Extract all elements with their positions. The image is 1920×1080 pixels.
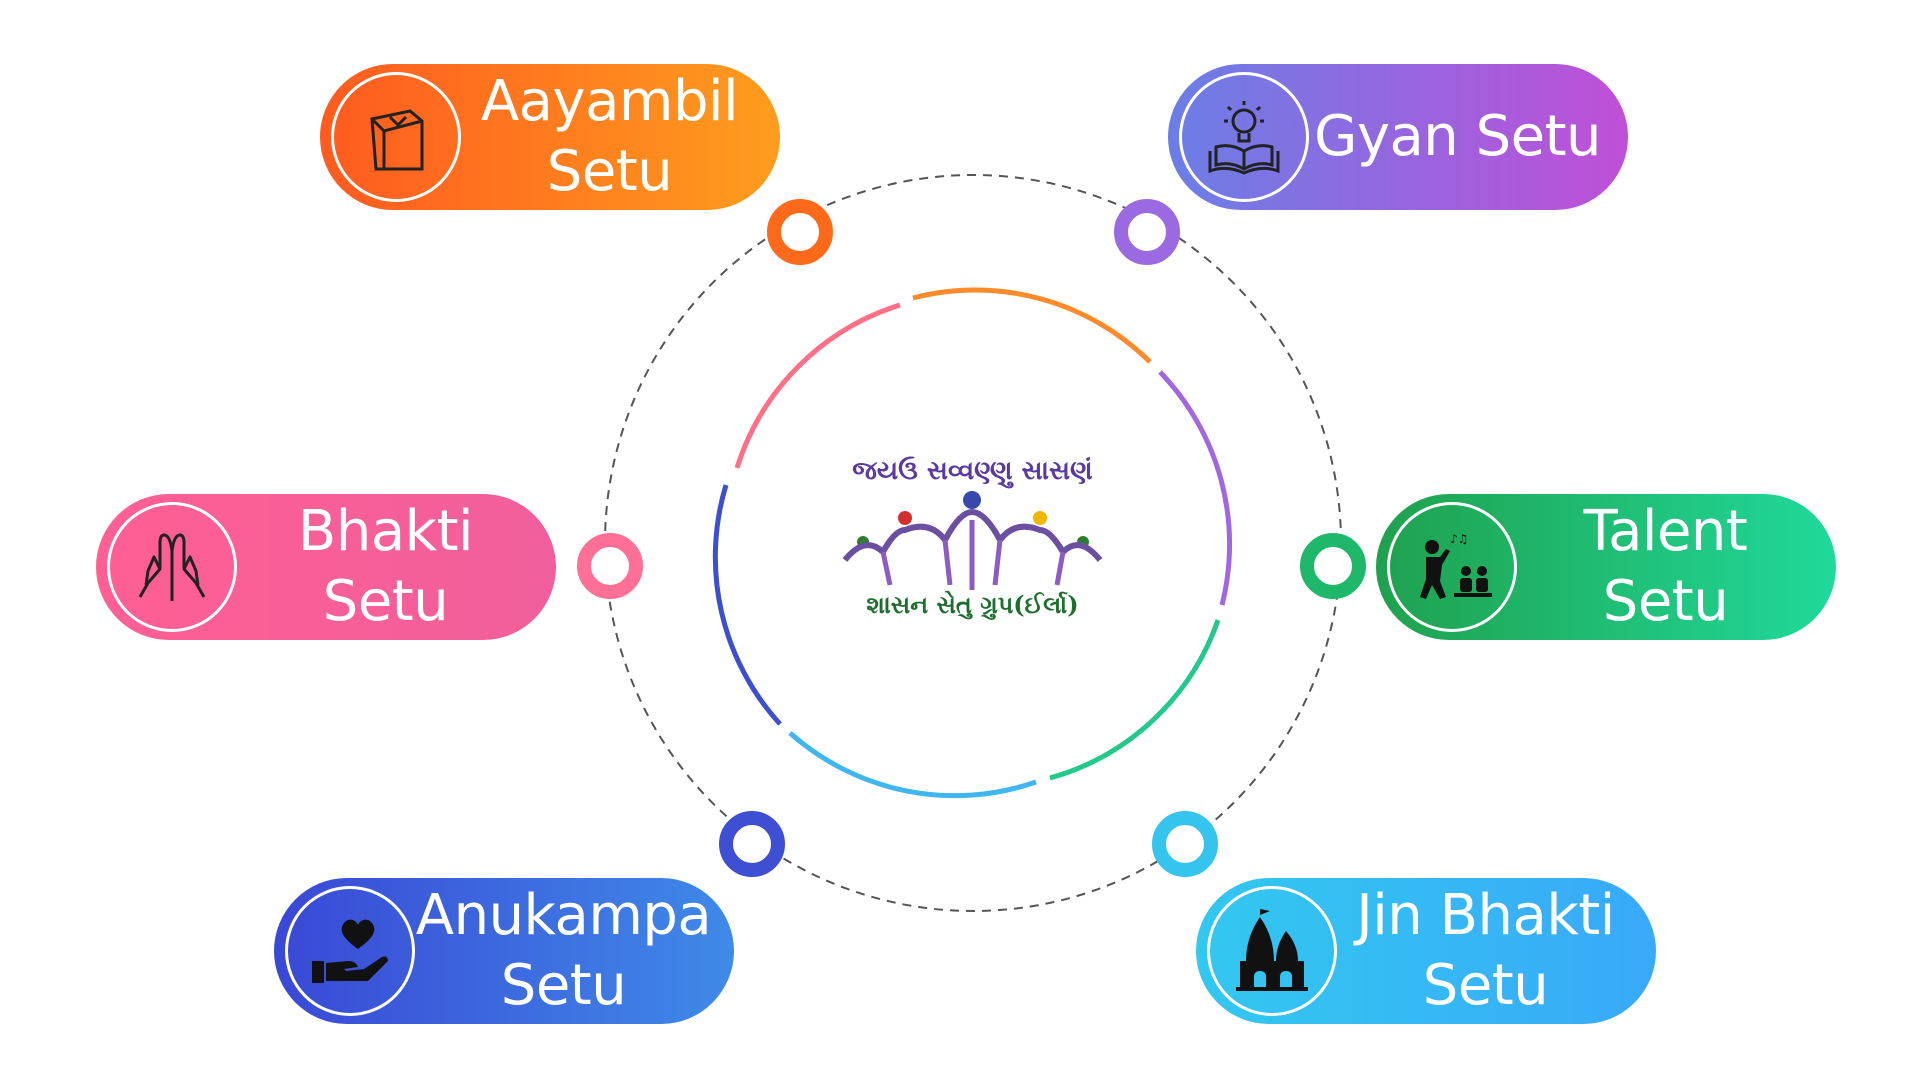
- gyan-icon-ring: [1179, 72, 1309, 202]
- bhakti-connector: [577, 533, 643, 599]
- anukampa-label: Anukampa Setu: [415, 883, 712, 1018]
- paper-bag-icon: [370, 109, 424, 171]
- talent-label: Talent Setu: [1583, 499, 1748, 634]
- gyan-setu-node[interactable]: Gyan Setu: [1168, 64, 1628, 210]
- logo-group-name: શાસન સેતુ ગ્રુપ(ઈર્લા): [866, 590, 1079, 619]
- talent-icon-ring: ♪♫: [1387, 502, 1517, 632]
- book-lightbulb-icon: [1208, 101, 1280, 175]
- gyan-label: Gyan Setu: [1313, 104, 1602, 169]
- temple-icon: [1236, 909, 1308, 991]
- bhakti-icon-ring: [107, 502, 237, 632]
- talent-connector: [1300, 533, 1366, 599]
- jin-bhakti-setu-node[interactable]: Jin Bhakti Setu: [1196, 878, 1656, 1024]
- aayambil-connector: [767, 199, 833, 265]
- group-logo: જયઉ સવ્વણ્ણુ સાસણં શાસન સેતુ ગ્રુપ(ઈર્લા…: [775, 420, 1170, 660]
- people-arch-icon: [842, 491, 1103, 590]
- svg-text:♪♫: ♪♫: [1450, 532, 1468, 546]
- aayambil-label: Aayambil Setu: [480, 69, 739, 204]
- talent-setu-node[interactable]: ♪♫ Talent Setu: [1376, 494, 1836, 640]
- aayambil-icon-ring: [331, 72, 461, 202]
- jinbhakti-label: Jin Bhakti Setu: [1356, 883, 1615, 1018]
- jinbhakti-connector: [1152, 811, 1218, 877]
- jinbhakti-icon-ring: [1207, 886, 1337, 1016]
- anukampa-icon-ring: [285, 886, 415, 1016]
- inner-ring: [712, 287, 1233, 799]
- logo-motto: જયઉ સવ્વણ્ણુ સાસણં: [852, 456, 1093, 486]
- praying-hands-icon: [138, 533, 206, 601]
- heart-hand-icon: [312, 919, 388, 983]
- bhakti-setu-node[interactable]: Bhakti Setu: [96, 494, 556, 640]
- bhakti-label: Bhakti Setu: [297, 499, 474, 634]
- aayambil-setu-node[interactable]: Aayambil Setu: [320, 64, 780, 210]
- anukampa-setu-node[interactable]: Anukampa Setu: [274, 878, 734, 1024]
- anukampa-connector: [719, 811, 785, 877]
- gyan-connector: [1114, 199, 1180, 265]
- singer-audience-icon: ♪♫: [1420, 532, 1492, 599]
